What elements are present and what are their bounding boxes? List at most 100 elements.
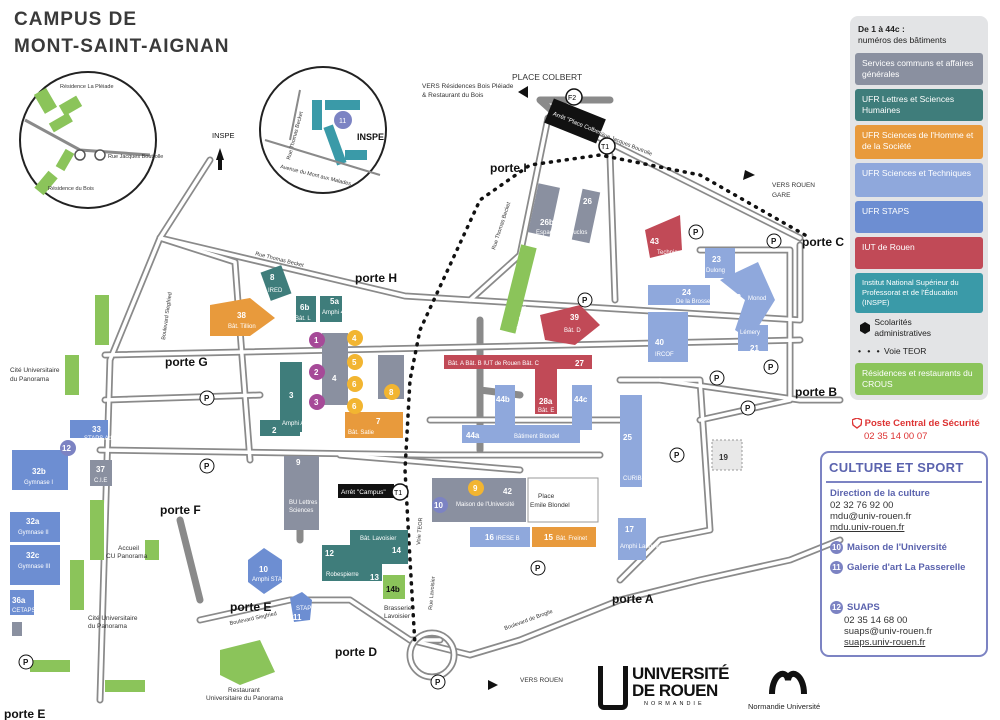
svg-text:CU Galois: CU Galois (516, 304, 528, 330)
legend-ufr-staps[interactable]: UFR STAPS (855, 201, 983, 233)
shield-icon (851, 417, 863, 429)
svg-text:P: P (768, 363, 774, 372)
svg-text:porte D: porte D (335, 645, 377, 659)
legend-crous[interactable]: Résidences et restaurants du CROUS (855, 363, 983, 395)
bld-36a: 36a (12, 596, 26, 605)
bld-12: 12 (325, 549, 334, 558)
svg-text:P: P (582, 296, 588, 305)
svg-text:porte H: porte H (355, 271, 397, 285)
svg-text:STAPS Admin: STAPS Admin (84, 436, 122, 442)
bld-9: 9 (296, 458, 301, 467)
logo-line1: UNIVERSITÉ (632, 664, 730, 683)
svg-text:du Panorama: du Panorama (88, 623, 127, 630)
bld-14: 14 (392, 546, 401, 555)
bld-33: 33 (92, 425, 101, 434)
culture-url[interactable]: mdu.univ-rouen.fr (830, 522, 905, 533)
culture-direction: Direction de la culture (830, 488, 930, 499)
svg-text:CU Panorama: CU Panorama (106, 553, 148, 560)
badge-12: 12 (830, 601, 843, 614)
bld-10: 10 (259, 565, 268, 574)
roundabout-inner (408, 631, 456, 679)
svg-text:IRCOF: IRCOF (655, 352, 674, 358)
svg-text:P: P (674, 451, 680, 460)
svg-text:GARE: GARE (772, 192, 791, 199)
legend-scolarites: Scolarités administratives (858, 317, 964, 339)
svg-text:Arrêt "Campus": Arrêt "Campus" (341, 489, 386, 496)
svg-text:porte I: porte I (490, 161, 527, 175)
inset-residences-buildings (33, 87, 83, 196)
map-markers-text: INSPE PLACE COLBERT INSPE 11 (212, 72, 582, 142)
map-texts: Place Emile Blondel Accueil CU Panorama … (10, 83, 815, 702)
svg-text:porte F: porte F (160, 503, 201, 517)
svg-text:1: 1 (314, 336, 319, 345)
svg-text:Technicum: Technicum (657, 250, 686, 256)
inset-inspe (259, 66, 387, 194)
security-label: Poste Central de Sécurité (864, 418, 980, 429)
legend-services-communs[interactable]: Services communs et affaires générales (855, 53, 983, 85)
bld-11: 11 (293, 613, 302, 622)
svg-text:porte E: porte E (230, 600, 271, 614)
culture-sport-panel: CULTURE ET SPORT Direction de la culture… (820, 451, 988, 657)
svg-text:Place: Place (538, 493, 555, 500)
normandie-universite-logo[interactable]: Normandie Université (748, 664, 838, 714)
svg-text:12: 12 (62, 444, 71, 453)
logo-line3: NORMANDIE (644, 701, 705, 707)
culture-email[interactable]: mdu@univ-rouen.fr (830, 511, 912, 522)
normandie-mark-icon (769, 670, 807, 695)
badge-11: 11 (830, 561, 843, 574)
map-title: CAMPUS DE MONT-SAINT-AIGNAN (14, 6, 229, 60)
svg-text:6: 6 (352, 402, 357, 411)
culture-item-10-label: Maison de l'Université (847, 542, 947, 554)
legend-label: UFR Sciences et Techniques (862, 168, 971, 178)
bld-44c: 44c (574, 395, 588, 404)
svg-text:Cité Universitaire: Cité Universitaire (10, 367, 60, 374)
svg-text:C.I.E: C.I.E (94, 478, 107, 484)
legend-label: IUT de Rouen (862, 242, 915, 252)
bld-28a: 28a (539, 397, 553, 406)
title-line1: CAMPUS DE (14, 9, 138, 30)
legend-ufr-shs[interactable]: UFR Sciences de l'Homme et de la Société (855, 125, 983, 159)
legend-label: Services communs et affaires générales (862, 58, 974, 79)
svg-text:Bât. Lavoisier: Bât. Lavoisier (360, 536, 396, 542)
svg-text:Robespierre: Robespierre (326, 572, 359, 578)
teor-stops[interactable]: Arrêt "Place Colbert" F2 T1 Arrêt "Campu… (338, 88, 616, 501)
culture-phone: 02 32 76 92 00 (830, 500, 894, 511)
svg-text:STAPS: STAPS (296, 606, 315, 612)
security-post: Poste Central de Sécurité 02 35 14 00 07 (851, 417, 980, 443)
svg-text:Gymnase II: Gymnase II (18, 530, 49, 536)
svg-text:P: P (714, 374, 720, 383)
legend-teor: • • • Voie TEOR (858, 346, 926, 357)
svg-text:Cité Universitaire: Cité Universitaire (88, 615, 138, 622)
legend-label: UFR Lettres et Sciences Humaines (862, 94, 955, 115)
bld-38: 38 (237, 311, 246, 320)
svg-text:INSPE: INSPE (357, 132, 384, 142)
svg-text:Dulong: Dulong (706, 268, 725, 274)
bld-25: 25 (623, 433, 632, 442)
inset-inspe-buildings (312, 100, 367, 166)
svg-text:Gymnase III: Gymnase III (18, 564, 51, 570)
culture-title: CULTURE ET SPORT (829, 460, 964, 475)
legend-heading-rest: numéros des bâtiments (858, 35, 947, 45)
legend-inspe[interactable]: Institut National Supérieur du Professor… (855, 273, 983, 313)
svg-text:Voie TEOR: Voie TEOR (416, 517, 424, 545)
svg-text:INSPE: INSPE (212, 131, 235, 140)
bld-40: 40 (655, 338, 664, 347)
building-labels: Bât. Tillion IRED Bât. L Amphi 4 & 5 Amp… (12, 230, 766, 614)
legend-ufr-sciences[interactable]: UFR Sciences et Techniques (855, 163, 983, 197)
suaps-url[interactable]: suaps.univ-rouen.fr (844, 637, 926, 648)
suaps-email[interactable]: suaps@univ-rouen.fr (844, 626, 933, 637)
universite-rouen-logo[interactable]: UNIVERSITÉ DE ROUEN NORMANDIE (598, 664, 738, 712)
building-numbers: 38 8 6b 5a 4 3 2 7 9 10 11 12 13 14 14b … (12, 197, 759, 622)
legend-ufr-lettres[interactable]: UFR Lettres et Sciences Humaines (855, 89, 983, 121)
bld-15: 15 (544, 533, 553, 542)
legend-iut[interactable]: IUT de Rouen (855, 237, 983, 269)
bld-26b: 26b (540, 218, 554, 227)
bld-3a: 3 (289, 391, 294, 400)
bld-43: 43 (650, 237, 659, 246)
bld-16: 16 (485, 533, 494, 542)
svg-text:P: P (435, 678, 441, 687)
